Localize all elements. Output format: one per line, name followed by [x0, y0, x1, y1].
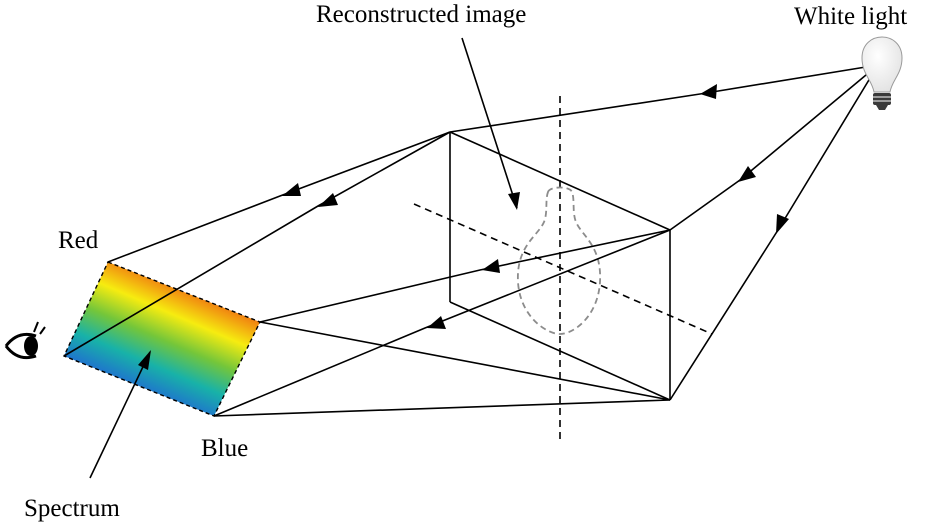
pointer-spectrum	[89, 351, 151, 479]
ray-mid-to-red-right	[259, 229, 671, 323]
arrowhead	[738, 166, 756, 182]
arrowhead	[482, 259, 500, 273]
ray-light-to-plate-top	[449, 64, 879, 133]
arrowhead	[700, 84, 717, 99]
arrowhead	[138, 350, 151, 370]
ray-top-to-red	[107, 131, 451, 263]
arrowhead	[318, 193, 338, 207]
ray-bottom-to-blue	[213, 399, 671, 417]
label-spectrum: Spectrum	[24, 495, 120, 522]
label-red: Red	[58, 227, 99, 254]
arrowhead	[508, 192, 520, 210]
pointer-reconstructed	[461, 37, 518, 209]
arrowhead	[776, 214, 789, 234]
eye-icon	[4, 321, 46, 360]
spectrum-band	[64, 262, 260, 416]
ray-light-to-plate-mid	[669, 64, 879, 231]
ray-mid-to-blue	[213, 229, 671, 417]
ray-bottom-to-red-right	[259, 321, 671, 401]
label-reconstructed-image: Reconstructed image	[316, 1, 526, 28]
label-white-light: White light	[794, 3, 907, 30]
arrowhead	[427, 316, 446, 329]
ray-top-to-eye	[63, 131, 451, 357]
arrowhead	[282, 183, 301, 196]
dashed-axes	[413, 96, 713, 442]
reconstructed-bulb-outline	[517, 186, 601, 335]
rays	[63, 37, 879, 479]
ray-light-to-plate-bottom	[669, 64, 879, 401]
label-blue: Blue	[201, 435, 248, 462]
light-bulb-icon	[861, 36, 903, 110]
ray-arrowheads	[138, 84, 789, 370]
